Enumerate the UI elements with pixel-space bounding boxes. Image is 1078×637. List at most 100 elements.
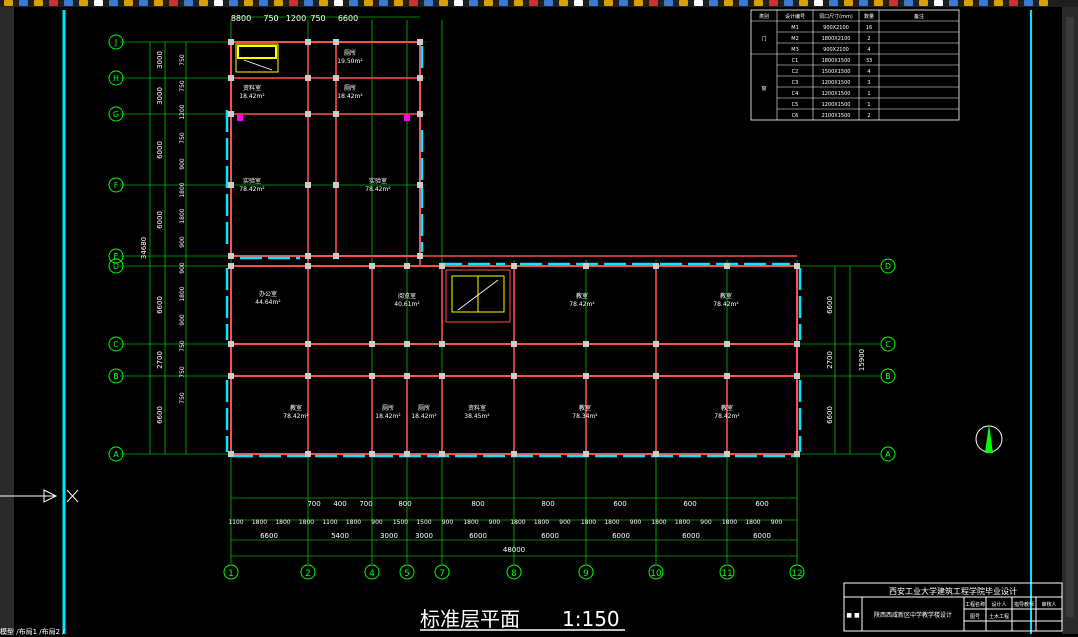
toolbar-button[interactable] bbox=[184, 0, 193, 6]
table-cell: M1 bbox=[791, 25, 799, 31]
toolbar-button[interactable] bbox=[514, 0, 523, 6]
toolbar-button[interactable] bbox=[349, 0, 358, 6]
column bbox=[228, 75, 234, 81]
toolbar-button[interactable] bbox=[154, 0, 163, 6]
column bbox=[404, 451, 410, 457]
toolbar-button[interactable] bbox=[814, 0, 823, 6]
toolbar-button[interactable] bbox=[499, 0, 508, 6]
toolbar-button[interactable] bbox=[49, 0, 58, 6]
toolbar-button[interactable] bbox=[1024, 0, 1033, 6]
toolbar-button[interactable] bbox=[919, 0, 928, 6]
toolbar-button[interactable] bbox=[1009, 0, 1018, 6]
toolbar-button[interactable] bbox=[784, 0, 793, 6]
toolbar-button[interactable] bbox=[904, 0, 913, 6]
toolbar-button[interactable] bbox=[139, 0, 148, 6]
toolbar-button[interactable] bbox=[334, 0, 343, 6]
room-name: 阅览室 bbox=[398, 292, 416, 300]
toolbar-button[interactable] bbox=[424, 0, 433, 6]
dim-label-small: 900 bbox=[700, 519, 712, 526]
toolbar-button[interactable] bbox=[589, 0, 598, 6]
toolbar-button[interactable] bbox=[994, 0, 1003, 6]
scrollbar-track[interactable] bbox=[1066, 17, 1074, 617]
cad-toolbar[interactable] bbox=[0, 0, 1078, 7]
toolbar-button[interactable] bbox=[1039, 0, 1048, 6]
table-cell: 1 bbox=[867, 91, 870, 97]
toolbar-button[interactable] bbox=[634, 0, 643, 6]
toolbar-button[interactable] bbox=[64, 0, 73, 6]
toolbar-button[interactable] bbox=[229, 0, 238, 6]
room-name: 厕所 bbox=[418, 404, 430, 412]
toolbar-button[interactable] bbox=[844, 0, 853, 6]
toolbar-button[interactable] bbox=[649, 0, 658, 6]
toolbar-button[interactable] bbox=[124, 0, 133, 6]
toolbar-button[interactable] bbox=[949, 0, 958, 6]
toolbar-button[interactable] bbox=[724, 0, 733, 6]
left-dim-small: 900 bbox=[179, 314, 186, 326]
right-scrollbar[interactable] bbox=[1062, 7, 1078, 634]
toolbar-button[interactable] bbox=[394, 0, 403, 6]
toolbar-button[interactable] bbox=[169, 0, 178, 6]
left-dim-small: 750 bbox=[179, 80, 186, 92]
toolbar-button[interactable] bbox=[739, 0, 748, 6]
toolbar-button[interactable] bbox=[304, 0, 313, 6]
toolbar-button[interactable] bbox=[94, 0, 103, 6]
toolbar-button[interactable] bbox=[364, 0, 373, 6]
toolbar-button[interactable] bbox=[379, 0, 388, 6]
room-name: 厕所 bbox=[344, 84, 356, 92]
toolbar-button[interactable] bbox=[4, 0, 13, 6]
toolbar-button[interactable] bbox=[829, 0, 838, 6]
toolbar-button[interactable] bbox=[964, 0, 973, 6]
walls bbox=[230, 41, 798, 455]
toolbar-button[interactable] bbox=[859, 0, 868, 6]
column bbox=[333, 253, 339, 259]
toolbar-button[interactable] bbox=[289, 0, 298, 6]
toolbar-button[interactable] bbox=[529, 0, 538, 6]
axis-bubble bbox=[880, 336, 896, 352]
toolbar-button[interactable] bbox=[214, 0, 223, 6]
toolbar-button[interactable] bbox=[469, 0, 478, 6]
toolbar-button[interactable] bbox=[619, 0, 628, 6]
layout-tabs[interactable]: 模型 /布局1 /布局2 / bbox=[0, 628, 65, 636]
toolbar-button[interactable] bbox=[574, 0, 583, 6]
toolbar-button[interactable] bbox=[34, 0, 43, 6]
stair-center bbox=[445, 269, 511, 323]
room-area: 78.34m² bbox=[572, 413, 598, 420]
toolbar-button[interactable] bbox=[694, 0, 703, 6]
toolbar-button[interactable] bbox=[259, 0, 268, 6]
toolbar-button[interactable] bbox=[664, 0, 673, 6]
left-dim-label: 6000 bbox=[156, 141, 164, 159]
toolbar-button[interactable] bbox=[559, 0, 568, 6]
toolbar-button[interactable] bbox=[604, 0, 613, 6]
toolbar-button[interactable] bbox=[454, 0, 463, 6]
toolbar-button[interactable] bbox=[409, 0, 418, 6]
axis-bubble bbox=[300, 564, 316, 580]
toolbar-button[interactable] bbox=[754, 0, 763, 6]
toolbar-button[interactable] bbox=[109, 0, 118, 6]
toolbar-button[interactable] bbox=[769, 0, 778, 6]
toolbar-button[interactable] bbox=[244, 0, 253, 6]
toolbar-button[interactable] bbox=[439, 0, 448, 6]
room-name: 教室 bbox=[290, 404, 302, 412]
axis-bubble-label: B bbox=[113, 372, 119, 381]
toolbar-button[interactable] bbox=[979, 0, 988, 6]
toolbar-button[interactable] bbox=[934, 0, 943, 6]
toolbar-button[interactable] bbox=[799, 0, 808, 6]
toolbar-button[interactable] bbox=[874, 0, 883, 6]
toolbar-button[interactable] bbox=[484, 0, 493, 6]
column bbox=[583, 263, 589, 269]
toolbar-button[interactable] bbox=[19, 0, 28, 6]
toolbar-button[interactable] bbox=[319, 0, 328, 6]
axis-bubble-label: C bbox=[113, 340, 119, 349]
toolbar-button[interactable] bbox=[274, 0, 283, 6]
axis-bubble-label: C bbox=[885, 340, 891, 349]
column bbox=[439, 263, 445, 269]
table-cell: 1200X1500 bbox=[822, 80, 851, 86]
toolbar-button[interactable] bbox=[544, 0, 553, 6]
toolbar-button[interactable] bbox=[709, 0, 718, 6]
toolbar-button[interactable] bbox=[679, 0, 688, 6]
toolbar-button[interactable] bbox=[199, 0, 208, 6]
bay-dim-label: 5400 bbox=[331, 532, 349, 540]
toolbar-button[interactable] bbox=[889, 0, 898, 6]
toolbar-button[interactable] bbox=[79, 0, 88, 6]
